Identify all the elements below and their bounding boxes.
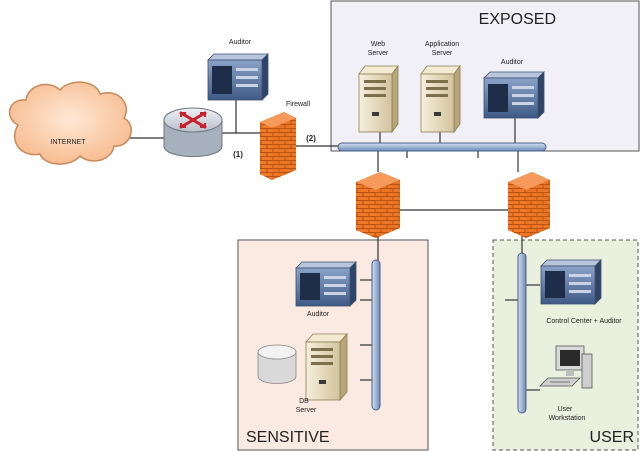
workstation-label-1: User [558, 406, 573, 413]
auditor-top-label: Auditor [229, 39, 252, 46]
auditor-sensitive-label: Auditor [307, 311, 330, 318]
db-server-label-2: Server [296, 407, 317, 414]
firewall-user-icon [508, 172, 550, 238]
internet-cloud-icon: INTERNET [8, 81, 132, 165]
firewall-sensitive-icon [356, 172, 400, 238]
auditor-sensitive-icon: Auditor [295, 261, 357, 318]
workstation-icon: User Workstation [539, 345, 593, 422]
db-server-label-1: DB [299, 398, 309, 405]
firewall-main-icon: Firewall [260, 101, 310, 180]
web-server-icon: Web Server [358, 41, 399, 134]
control-center-icon: Control Center + Auditor [540, 259, 622, 325]
auditor-exposed-label: Auditor [501, 59, 524, 66]
control-center-label: Control Center + Auditor [546, 318, 622, 325]
sensitive-bus [371, 259, 381, 411]
marker-two: (2) [306, 134, 316, 143]
router-icon [163, 107, 223, 157]
app-server-label-2: Server [432, 50, 453, 57]
user-bus [517, 252, 527, 414]
database-icon [257, 344, 297, 384]
internet-label: INTERNET [51, 139, 87, 146]
zone-user-label: USER [590, 429, 634, 446]
zone-sensitive-label: SENSITIVE [246, 429, 330, 446]
workstation-label-2: Workstation [549, 415, 586, 422]
zone-exposed-label: EXPOSED [479, 11, 556, 28]
firewall-label: Firewall [286, 101, 311, 108]
web-server-label-1: Web [371, 41, 385, 48]
auditor-exposed-icon: Auditor [483, 59, 545, 119]
app-server-label-1: Application [425, 41, 459, 48]
connections [128, 99, 540, 391]
auditor-top-icon: Auditor [207, 39, 269, 101]
application-server-icon: Application Server [420, 41, 461, 134]
marker-one: (1) [233, 150, 243, 159]
exposed-bus [337, 142, 547, 152]
web-server-label-2: Server [368, 50, 389, 57]
db-server-icon: DB Server [296, 332, 348, 414]
